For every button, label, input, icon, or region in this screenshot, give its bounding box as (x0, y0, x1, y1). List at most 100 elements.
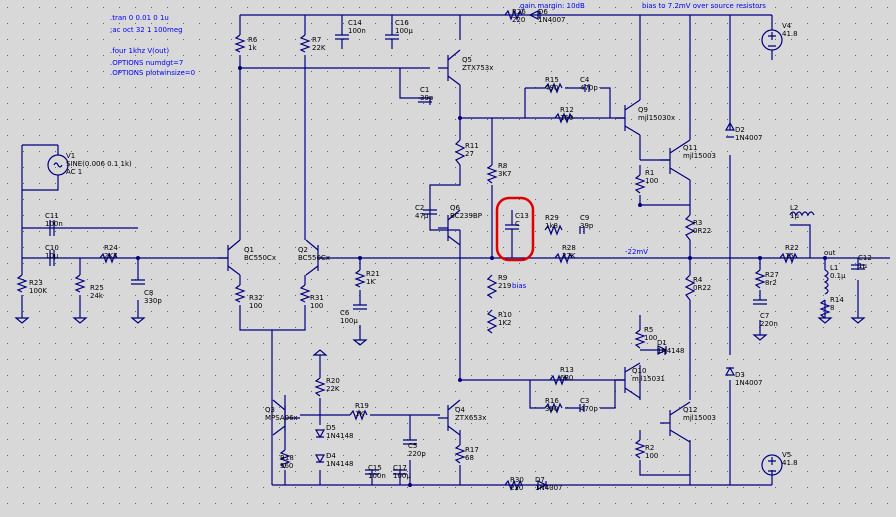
label-d2-name[interactable]: D2 (735, 126, 745, 134)
label-c3-value[interactable]: 470p (580, 405, 598, 413)
label-r31-value[interactable]: 100 (310, 302, 323, 310)
label-c11-value[interactable]: 100n (45, 220, 63, 228)
label-r15-name[interactable]: R15 (545, 76, 559, 84)
label-q1-value[interactable]: BC550Cx (244, 254, 276, 262)
label-c9-name[interactable]: C9 (580, 214, 589, 222)
label-r31-name[interactable]: R31 (310, 294, 324, 302)
label-c7-value[interactable]: 220n (760, 320, 778, 328)
label-c3-name[interactable]: C3 (580, 397, 589, 405)
label-l1-value[interactable]: 0.1μ (830, 272, 846, 280)
label-v1-name[interactable]: V1 (66, 152, 75, 160)
label-r19-name[interactable]: R19 (355, 402, 369, 410)
label-c4-name[interactable]: C4 (580, 76, 590, 84)
bias-note[interactable]: bias to 7.2mV over source resistors (642, 2, 766, 10)
label-c2-value[interactable]: 47μ (415, 212, 429, 220)
label-r26-name[interactable]: R26 (512, 8, 526, 16)
label-d5-name[interactable]: D5 (326, 424, 336, 432)
label-q11-value[interactable]: mjl15003 (683, 152, 716, 160)
label-r29-name[interactable]: R29 (545, 214, 559, 222)
label-r3-name[interactable]: R3 (693, 219, 702, 227)
label-d7-name[interactable]: D7 (535, 476, 545, 484)
label-r8-name[interactable]: R8 (498, 162, 507, 170)
label-l2-name[interactable]: L2 (790, 204, 798, 212)
label-q10-name[interactable]: Q10 (632, 367, 646, 375)
label-d4-value[interactable]: 1N4148 (326, 460, 354, 468)
dc-offset-label[interactable]: -22mV (625, 248, 648, 256)
label-r16-name[interactable]: R16 (545, 397, 559, 405)
gain-margin-note[interactable]: gain margin: 10dB (520, 2, 585, 10)
label-q4-value[interactable]: ZTX653x (455, 414, 486, 422)
label-c10-name[interactable]: C10 (45, 244, 59, 252)
label-r12-name[interactable]: R12 (560, 106, 574, 114)
label-c14-name[interactable]: C14 (348, 19, 362, 27)
label-r26-value[interactable]: 220 (512, 16, 525, 24)
label-d3-name[interactable]: D3 (735, 371, 745, 379)
label-q5-value[interactable]: ZTX753x (462, 64, 493, 72)
label-r14-value[interactable]: 8 (830, 304, 834, 312)
label-r4-value[interactable]: 0R22 (693, 284, 711, 292)
label-r28-name[interactable]: R28 (562, 244, 576, 252)
label-r6-value[interactable]: 1k (248, 44, 257, 52)
label-r17-name[interactable]: R17 (465, 446, 479, 454)
label-q11-name[interactable]: Q11 (683, 144, 697, 152)
label-q12-name[interactable]: Q12 (683, 406, 697, 414)
label-c16-name[interactable]: C16 (395, 19, 409, 27)
label-r13-value[interactable]: 680 (560, 374, 573, 382)
label-c1-value[interactable]: 39p (420, 94, 434, 102)
label-r11-name[interactable]: R11 (465, 142, 479, 150)
label-d3-value[interactable]: 1N4007 (735, 379, 763, 387)
label-c5-value[interactable]: 220p (408, 450, 426, 458)
label-c13-name[interactable]: C13 (515, 212, 529, 220)
label-r7-name[interactable]: R7 (312, 36, 321, 44)
out-net-label[interactable]: out (824, 249, 836, 257)
label-c4-value[interactable]: 470p (580, 84, 598, 92)
label-r5-name[interactable]: R5 (644, 326, 653, 334)
directive-line[interactable]: .four 1khz V(out) (110, 47, 169, 55)
directive-line[interactable]: ;ac oct 32 1 100meg (110, 26, 183, 34)
label-q9-name[interactable]: Q9 (638, 106, 648, 114)
label-r4-name[interactable]: R4 (693, 276, 703, 284)
label-r32-value[interactable]: 100 (249, 302, 262, 310)
bias-net-label[interactable]: bias (512, 282, 527, 290)
label-r23-value[interactable]: 100K (29, 287, 47, 295)
label-r29-value[interactable]: 1k8 (545, 222, 558, 230)
label-q9-value[interactable]: mjl15030x (638, 114, 675, 122)
label-r28-value[interactable]: 27K (562, 252, 576, 260)
label-v5-name[interactable]: V5 (782, 451, 791, 459)
label-q6-value[interactable]: BC239BP (450, 212, 482, 220)
label-v1-value[interactable]: SINE(0.006 0.1 1k) (66, 160, 132, 168)
label-v5-value[interactable]: 41.8 (782, 459, 798, 467)
label-v4-name[interactable]: V4 (782, 22, 792, 30)
label-r25-value[interactable]: 24k (90, 292, 104, 300)
label-c6-value[interactable]: 100μ (340, 317, 358, 325)
label-r20-name[interactable]: R20 (326, 377, 340, 385)
label-q12-value[interactable]: mjl15003 (683, 414, 716, 422)
label-d7-value[interactable]: 1N4007 (535, 484, 563, 492)
label-d1-value[interactable]: 1N4148 (657, 347, 685, 355)
label-r5-value[interactable]: 100 (644, 334, 657, 342)
directive-line[interactable]: .OPTIONS numdgt=7 (110, 59, 183, 67)
directive-line[interactable]: .tran 0 0.01 0 1u (110, 14, 169, 22)
label-c14-value[interactable]: 100n (348, 27, 366, 35)
label-r25-name[interactable]: R25 (90, 284, 104, 292)
label-r27-name[interactable]: R27 (765, 271, 779, 279)
label-c12-name[interactable]: C12 (858, 254, 872, 262)
label-r20-value[interactable]: 22K (326, 385, 340, 393)
label-r32-name[interactable]: R32 (249, 294, 263, 302)
label-r15-value[interactable]: 490 (545, 84, 558, 92)
label-c13-value[interactable]: C (515, 220, 520, 228)
label-l1-name[interactable]: L1 (830, 264, 838, 272)
label-r21-value[interactable]: 1K (366, 278, 375, 286)
label-c9-value[interactable]: 39p (580, 222, 594, 230)
label-c17-value[interactable]: 100μ (393, 472, 411, 480)
label-r18-value[interactable]: 560 (280, 462, 293, 470)
label-d5-value[interactable]: 1N4148 (326, 432, 354, 440)
label-r18-name[interactable]: R18 (280, 454, 294, 462)
label-r9-value[interactable]: 219 (498, 282, 511, 290)
label-r22-value[interactable]: 15 (785, 252, 794, 260)
label-q3-name[interactable]: Q3 (265, 406, 275, 414)
label-c12-value[interactable]: 1μ (858, 262, 867, 270)
label-d6-value[interactable]: 1N4007 (538, 16, 566, 24)
label-r17-value[interactable]: 68 (465, 454, 474, 462)
